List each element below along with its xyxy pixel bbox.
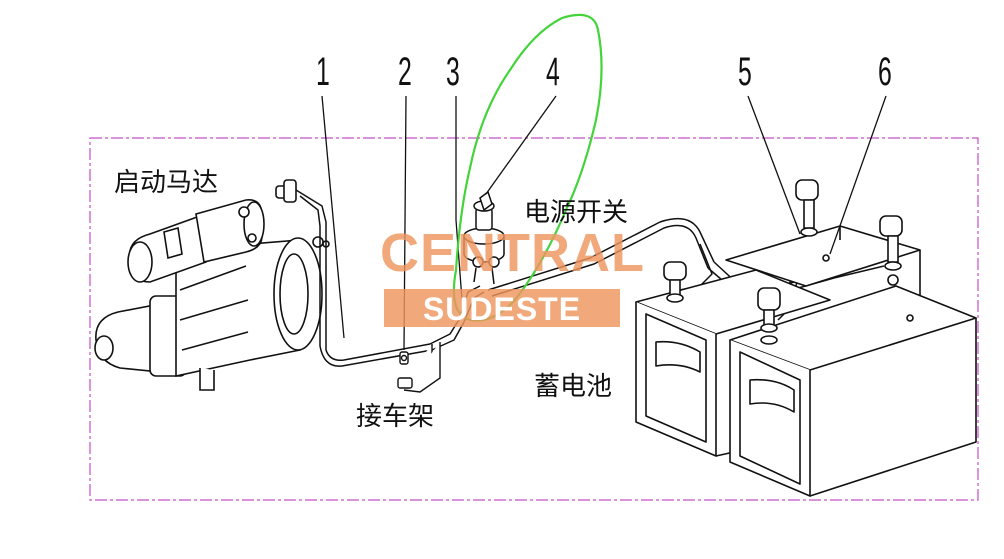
- watermark-logo-bottom: SUDESTE: [422, 291, 582, 327]
- callout-4: 4: [546, 50, 560, 94]
- watermark-logo-top: CENTRAL: [380, 223, 645, 283]
- callout-6: 6: [878, 50, 892, 94]
- watermark-bar: [384, 289, 620, 327]
- power-switch-part: [463, 190, 505, 285]
- callout-5: 5: [738, 50, 752, 94]
- battery-label: 蓄电池: [534, 372, 613, 402]
- starter-motor: [94, 179, 330, 391]
- leader-lines: [321, 95, 887, 351]
- callout-3: 3: [446, 50, 460, 94]
- frame-ground-label: 接车架: [356, 402, 435, 432]
- callout-1: 1: [316, 50, 330, 94]
- diagram-border: [89, 137, 979, 501]
- power-switch-label: 电源开关: [524, 198, 629, 228]
- callout-2: 2: [398, 50, 412, 94]
- batteries: [635, 179, 977, 497]
- frame-ground-strap: [397, 342, 441, 393]
- starter-motor-label: 启动马达: [114, 168, 219, 198]
